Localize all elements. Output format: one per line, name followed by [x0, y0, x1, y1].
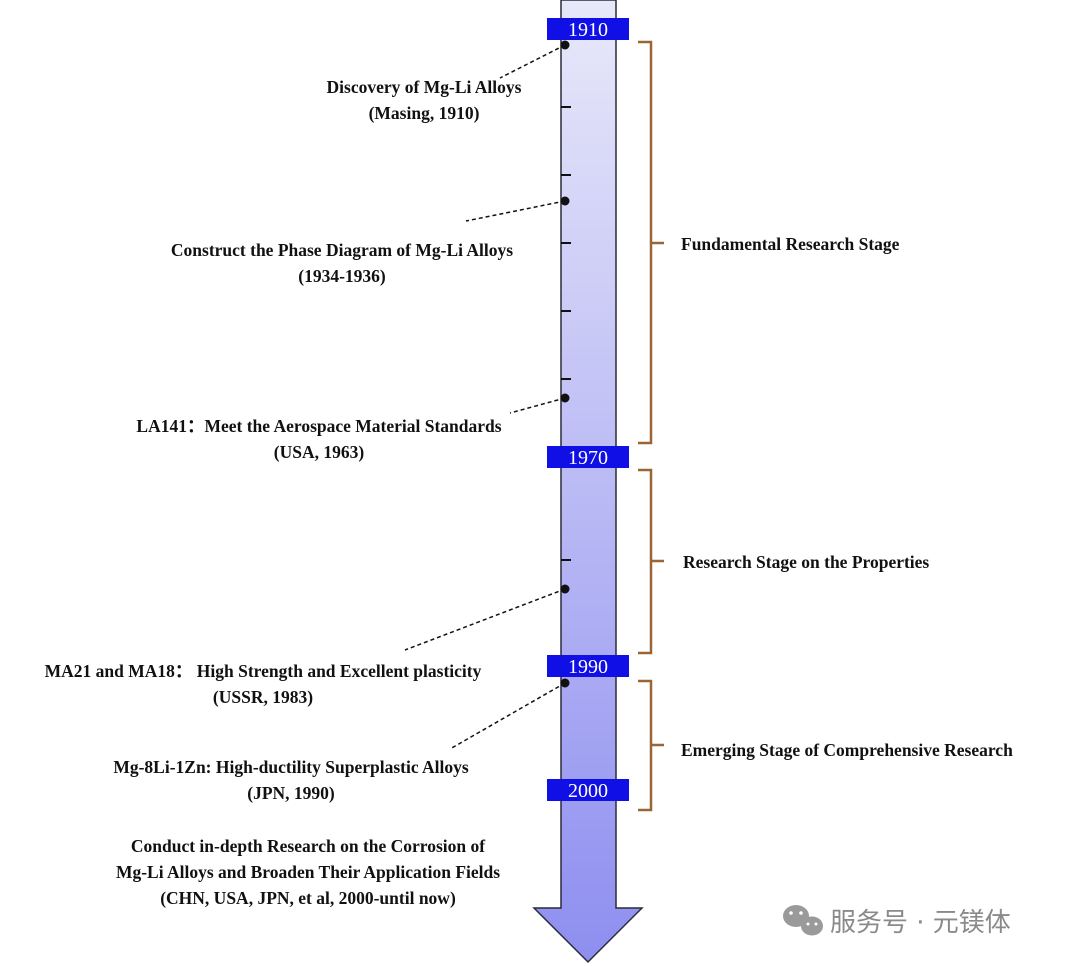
- timeline-ticks: [561, 106, 571, 561]
- stage-label-comprehensive: Emerging Stage of Comprehensive Research: [681, 740, 1013, 760]
- event-label-phase-diagram: Construct the Phase Diagram of Mg-Li All…: [171, 240, 513, 286]
- stage-bracket-comprehensive: [638, 679, 664, 812]
- stage-bracket-properties: [638, 468, 664, 655]
- event-label-mg8li1zn: Mg-8Li-1Zn: High-ductility Superplastic …: [113, 757, 469, 803]
- year-marker-1990: 1990: [547, 655, 629, 678]
- event-title: Construct the Phase Diagram of Mg-Li All…: [171, 240, 513, 260]
- year-label-1910: 1910: [568, 19, 608, 41]
- event-title: LA141：Meet the Aerospace Material Standa…: [136, 416, 501, 436]
- stage-label-fundamental: Fundamental Research Stage: [681, 234, 900, 254]
- stage-label-properties: Research Stage on the Properties: [683, 552, 929, 572]
- stage-bracket-fundamental: [638, 40, 664, 445]
- year-label-1970: 1970: [568, 447, 608, 469]
- event-source: (CHN, USA, JPN, et al, 2000-until now): [160, 888, 456, 908]
- year-marker-1970: 1970: [547, 446, 629, 469]
- event-label-corrosion: Conduct in-depth Research on the Corrosi…: [116, 836, 500, 908]
- event-title: Mg-8Li-1Zn: High-ductility Superplastic …: [113, 757, 469, 777]
- event-dot: [560, 584, 570, 594]
- event-label-la141: LA141：Meet the Aerospace Material Standa…: [136, 416, 501, 462]
- event-title: Discovery of Mg-Li Alloys: [327, 77, 522, 97]
- event-title: MA21 and MA18： High Strength and Excelle…: [45, 661, 482, 681]
- event-source: (JPN, 1990): [247, 783, 335, 803]
- event-dot: [560, 196, 570, 206]
- year-marker-2000: 2000: [547, 779, 629, 802]
- event-dot: [560, 393, 570, 403]
- watermark: 服务号 · 元镁体: [783, 905, 1011, 938]
- event-label-ma21-ma18: MA21 and MA18： High Strength and Excelle…: [45, 661, 482, 707]
- event-dot: [560, 40, 570, 50]
- watermark-text: 服务号 · 元镁体: [830, 908, 1011, 938]
- wechat-icon: [783, 905, 823, 936]
- event-source: (USSR, 1983): [213, 687, 313, 707]
- timeline-arrow: [532, 0, 644, 964]
- event-source: (USA, 1963): [274, 442, 365, 462]
- event-leaders: [404, 44, 566, 750]
- event-dot: [560, 678, 570, 688]
- year-label-1990: 1990: [568, 656, 608, 678]
- event-source: (1934-1936): [298, 266, 386, 286]
- event-dots: [560, 40, 570, 688]
- event-label-discovery: Discovery of Mg-Li Alloys (Masing, 1910): [327, 77, 522, 123]
- year-label-2000: 2000: [568, 780, 608, 802]
- year-marker-1910: 1910: [547, 18, 629, 41]
- event-title-line-1: Conduct in-depth Research on the Corrosi…: [131, 836, 485, 856]
- event-title-line-2: Mg-Li Alloys and Broaden Their Applicati…: [116, 862, 500, 882]
- event-source: (Masing, 1910): [369, 103, 480, 123]
